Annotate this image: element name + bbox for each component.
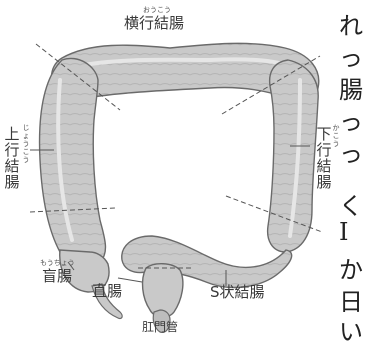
transverse-colon-label: 横行結腸 [124,16,184,31]
cecum-ruby: もうちょう [40,260,75,267]
side-char: っ [339,102,369,137]
colon-diagram: おうこう 横行結腸 上行結腸 じょうこう 下行結腸 かこう もうちょう 盲腸 直… [0,0,371,340]
ascending-ruby: じょうこう [22,124,30,164]
side-char: 腸 [339,70,369,105]
side-text-column: れ っ 腸 っ っ く I か 日 い [337,0,371,340]
transverse-ruby: おうこう [143,7,171,14]
rectum-label: 直腸 [92,284,122,299]
side-char: っ [339,38,369,73]
side-char: れ [339,6,369,41]
anal-canal-label: 肛門管 [142,321,178,333]
side-char: I [339,218,369,246]
rectum [143,264,183,317]
cecum-label: 盲腸 [42,269,72,284]
descending-colon-label: 下行結腸 [316,126,332,190]
side-char: か [339,250,369,285]
side-char: い [339,312,369,347]
side-char: く [339,186,369,221]
ascending-colon-label: 上行結腸 [4,126,20,190]
side-char: っ [339,134,369,169]
sigmoid-colon-label: S状結腸 [210,285,265,300]
